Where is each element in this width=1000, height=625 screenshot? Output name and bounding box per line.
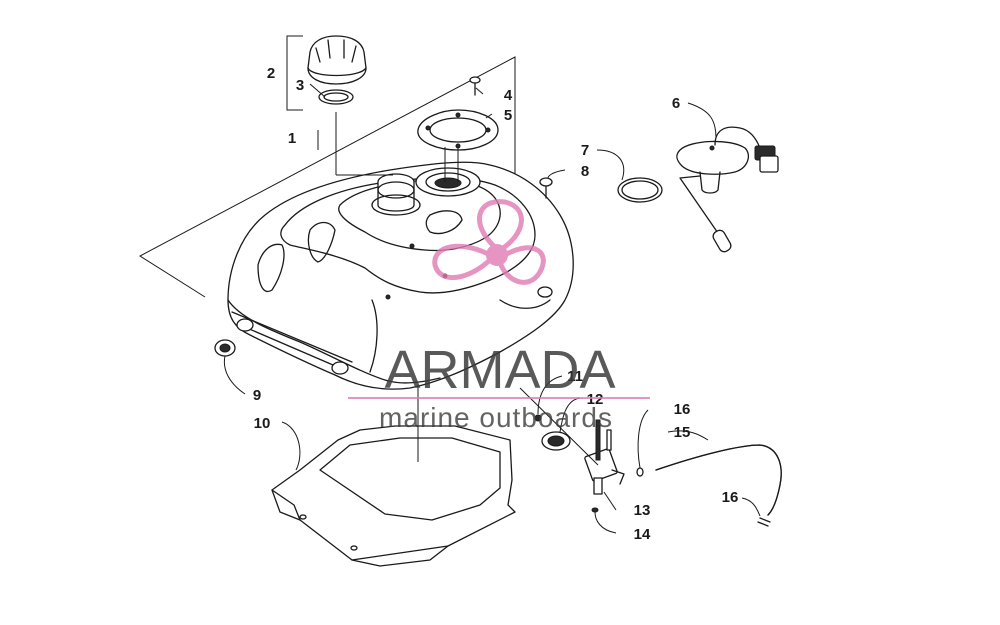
callout-8: 8 bbox=[581, 163, 589, 180]
leader-9 bbox=[223, 355, 246, 395]
hose-clamp-16a bbox=[636, 467, 644, 477]
screw-14 bbox=[591, 507, 599, 513]
callout-2: 2 bbox=[267, 65, 275, 82]
fuel-pump-sender bbox=[676, 126, 779, 253]
callout-14: 14 bbox=[634, 526, 651, 543]
callout-16-upper: 16 bbox=[674, 401, 691, 418]
bracket-2 bbox=[286, 35, 303, 111]
callout-6: 6 bbox=[672, 95, 680, 112]
callout-10: 10 bbox=[254, 415, 271, 432]
hose-clamp-16b bbox=[757, 517, 771, 527]
fuel-hose bbox=[655, 444, 782, 516]
callout-9: 9 bbox=[253, 387, 261, 404]
pump-o-ring bbox=[617, 177, 663, 203]
pump-flange-ring bbox=[417, 109, 499, 151]
leader-3 bbox=[309, 83, 326, 98]
callout-12: 12 bbox=[587, 391, 604, 408]
leader-15 bbox=[667, 430, 709, 441]
leader-16a bbox=[637, 409, 649, 469]
armada-logo-mark bbox=[432, 199, 546, 285]
washer-11 bbox=[534, 414, 542, 422]
leader-7 bbox=[596, 149, 625, 181]
callout-16-lower: 16 bbox=[722, 489, 739, 506]
tank-tray bbox=[271, 425, 516, 567]
valve-gasket-12 bbox=[541, 431, 571, 451]
leader-12 bbox=[559, 397, 581, 433]
watermark-subtitle: marine outboards bbox=[379, 402, 613, 433]
callout-4: 4 bbox=[504, 87, 513, 104]
leader-14 bbox=[594, 511, 617, 534]
fuel-valve bbox=[584, 419, 625, 495]
bolt-8 bbox=[539, 177, 553, 199]
leader-8 bbox=[547, 169, 566, 179]
leader-4 bbox=[475, 87, 484, 95]
callout-5: 5 bbox=[504, 107, 512, 124]
grommet-9 bbox=[214, 339, 236, 357]
leader-16b bbox=[741, 497, 761, 517]
callout-1: 1 bbox=[288, 130, 296, 147]
valve-axis bbox=[519, 387, 599, 466]
screw-4 bbox=[469, 76, 481, 96]
leader-5 bbox=[485, 113, 493, 119]
leader-10 bbox=[281, 421, 301, 471]
callout-15: 15 bbox=[674, 424, 691, 441]
callout-13: 13 bbox=[634, 502, 651, 519]
tank-cap bbox=[307, 35, 367, 85]
callout-7: 7 bbox=[581, 142, 589, 159]
leader-6 bbox=[687, 102, 717, 139]
cap-seal-ring bbox=[318, 89, 354, 105]
leader-11 bbox=[537, 375, 563, 415]
callout-11: 11 bbox=[567, 368, 583, 385]
leader-13 bbox=[603, 491, 617, 511]
watermark-title: ARMADA bbox=[384, 340, 615, 400]
callout-3: 3 bbox=[296, 77, 304, 94]
